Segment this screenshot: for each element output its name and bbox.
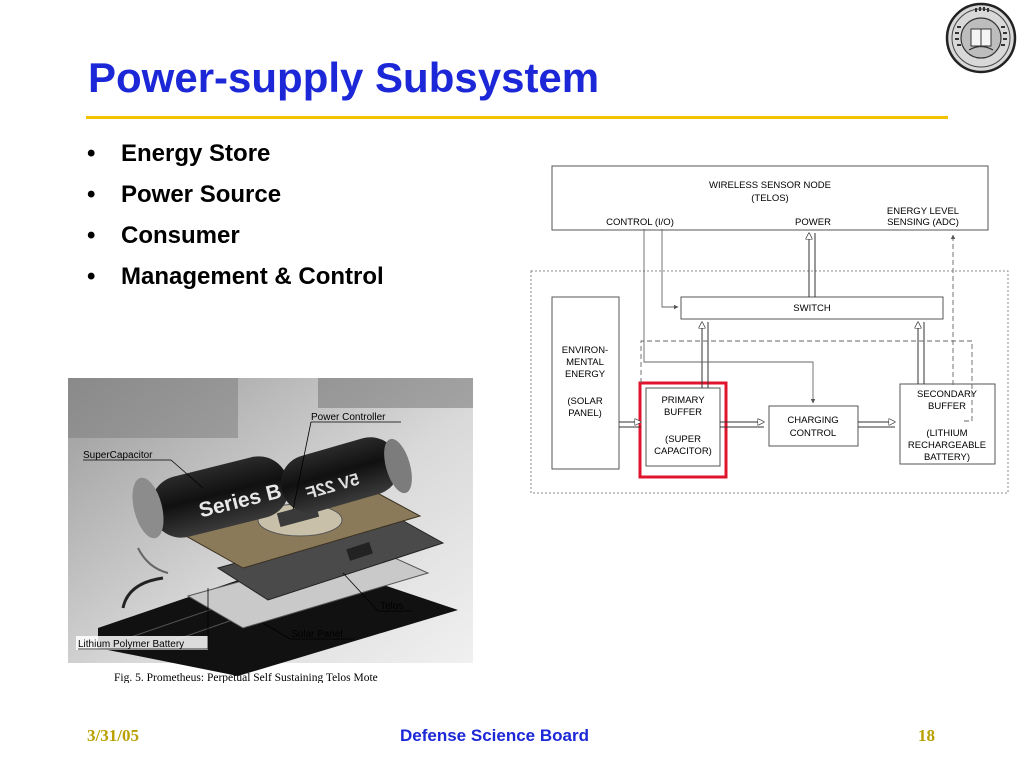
label-power-controller: Power Controller xyxy=(311,412,386,423)
page-number: 18 xyxy=(918,726,935,745)
env-text: (SOLAR xyxy=(567,396,603,407)
prometheus-mote-photo: Series B 5V 22F Power Controller SuperCa… xyxy=(68,378,473,683)
primary-text: PRIMARY xyxy=(661,395,705,406)
secondary-text: (LITHIUM xyxy=(926,428,967,439)
switch-label: SWITCH xyxy=(793,303,831,314)
sensor-node-box xyxy=(551,165,989,231)
bullet-item: • Consumer xyxy=(87,219,384,260)
bullet-item: • Management & Control xyxy=(87,260,384,301)
footer-title: Defense Science Board xyxy=(400,726,589,745)
bullet-text: Energy Store xyxy=(121,140,271,167)
primary-buffer-box xyxy=(645,387,721,467)
bullet-glyph: • xyxy=(87,140,96,167)
primary-text: BUFFER xyxy=(664,407,702,418)
environmental-energy-box xyxy=(551,296,620,470)
university-seal-logo xyxy=(945,2,1017,74)
photo-caption: Fig. 5. Prometheus: Perpetual Self Susta… xyxy=(114,672,378,683)
bullet-item: • Energy Store xyxy=(87,137,384,178)
primary-text: (SUPER xyxy=(665,434,701,445)
node-line2: (TELOS) xyxy=(751,193,788,204)
charging-text: CHARGING xyxy=(787,415,838,426)
bullet-text: Management & Control xyxy=(121,263,384,290)
bullet-glyph: • xyxy=(87,181,96,208)
slide-title: Power-supply Subsystem xyxy=(88,54,600,101)
control-io-label: CONTROL (I/O) xyxy=(606,217,674,228)
env-text: ENERGY xyxy=(565,369,606,380)
label-battery: Lithium Polymer Battery xyxy=(78,639,184,650)
charging-control-box xyxy=(768,405,859,447)
secondary-buffer-box xyxy=(899,383,996,465)
primary-text: CAPACITOR) xyxy=(654,446,712,457)
secondary-text: BUFFER xyxy=(928,401,966,412)
energy-level-line1: ENERGY LEVEL xyxy=(887,206,959,217)
bullet-list: • Energy Store • Power Source • Consumer • M… xyxy=(87,137,384,301)
env-text: MENTAL xyxy=(566,357,604,368)
subsystem-boundary xyxy=(530,270,1009,494)
charging-text: CONTROL xyxy=(790,428,836,439)
bullet-glyph: • xyxy=(87,222,96,249)
power-subsystem-diagram: WIRELESS SENSOR NODE (TELOS) CONTROL (I/… xyxy=(530,165,1009,494)
label-supercapacitor: SuperCapacitor xyxy=(83,450,153,461)
bullet-glyph: • xyxy=(87,263,96,290)
node-line1: WIRELESS SENSOR NODE xyxy=(709,180,831,191)
title-underline xyxy=(86,116,948,119)
bullet-text: Power Source xyxy=(121,181,282,208)
supercapacitor-left-shape: Series B xyxy=(132,456,290,539)
label-solar-panel: Solar Panel xyxy=(291,629,343,640)
secondary-text: BATTERY) xyxy=(924,452,970,463)
secondary-text: SECONDARY xyxy=(917,389,978,400)
label-telos: Telos xyxy=(380,601,403,612)
supercapacitor-right-shape: 5V 22F xyxy=(280,437,412,513)
bullet-text: Consumer xyxy=(121,222,240,249)
power-label: POWER xyxy=(795,217,831,228)
switch-box xyxy=(680,296,944,320)
energy-level-line2: SENSING (ADC) xyxy=(887,217,959,228)
env-text: PANEL) xyxy=(568,408,602,419)
secondary-text: RECHARGEABLE xyxy=(908,440,986,451)
primary-buffer-highlight xyxy=(638,381,728,479)
bullet-item: • Power Source xyxy=(87,178,384,219)
footer-date: 3/31/05 xyxy=(87,726,139,745)
env-text: ENVIRON- xyxy=(562,345,608,356)
